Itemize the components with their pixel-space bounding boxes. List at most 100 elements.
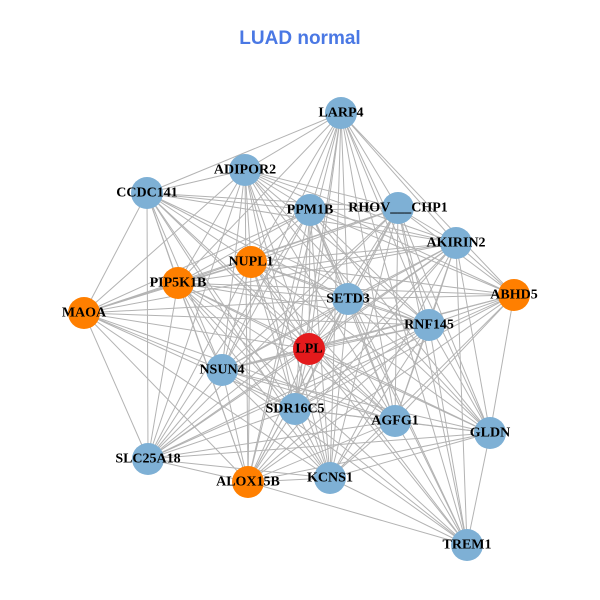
node-ADIPOR2[interactable]: ADIPOR2 <box>214 154 276 186</box>
node-KCNS1[interactable]: KCNS1 <box>307 462 353 494</box>
node-RHOV___CHP1[interactable]: RHOV___CHP1 <box>348 192 448 224</box>
edge-ADIPOR2-AKIRIN2 <box>244 169 457 244</box>
edge-SETD3-GLDN <box>347 298 491 434</box>
node-PPM1B[interactable]: PPM1B <box>287 194 334 226</box>
node-circle[interactable] <box>206 354 238 386</box>
node-circle[interactable] <box>474 417 506 449</box>
edge-AGFG1-TREM1 <box>394 420 468 546</box>
node-GLDN[interactable]: GLDN <box>470 417 510 449</box>
edge-NSUN4-GLDN <box>221 369 491 434</box>
edge-LPL-GLDN <box>308 348 491 434</box>
edge-MAOA-LPL <box>83 312 310 350</box>
node-label: LARP4 <box>318 106 363 121</box>
edge-AKIRIN2-ALOX15B <box>247 242 457 483</box>
edge-LARP4-CCDC141 <box>146 112 342 194</box>
node-circle[interactable] <box>379 405 411 437</box>
node-label: AKIRIN2 <box>426 236 485 251</box>
node-TREM1[interactable]: TREM1 <box>443 529 492 561</box>
node-label: KCNS1 <box>307 471 353 486</box>
node-AKIRIN2[interactable]: AKIRIN2 <box>426 227 486 259</box>
edge-GLDN-TREM1 <box>466 432 491 546</box>
node-circle[interactable] <box>131 177 163 209</box>
node-label: LPL <box>295 342 322 357</box>
node-circle[interactable] <box>232 466 264 498</box>
node-circle[interactable] <box>132 443 164 475</box>
node-circle[interactable] <box>440 227 472 259</box>
node-SETD3[interactable]: SETD3 <box>326 283 370 315</box>
edge-AKIRIN2-NUPL1 <box>250 242 457 263</box>
node-circle[interactable] <box>235 246 267 278</box>
edge-AKIRIN2-MAOA <box>83 242 457 314</box>
node-LARP4[interactable]: LARP4 <box>318 97 364 129</box>
node-circle[interactable] <box>314 462 346 494</box>
node-circle[interactable] <box>68 297 100 329</box>
edge-ADIPOR2-MAOA <box>83 169 246 314</box>
node-LPL[interactable]: LPL <box>293 333 325 365</box>
node-circle[interactable] <box>382 192 414 224</box>
edge-CCDC141-LPL <box>146 192 310 350</box>
edge-ADIPOR2-AGFG1 <box>244 169 396 422</box>
edge-NSUN4-KCNS1 <box>221 369 331 479</box>
node-label: ADIPOR2 <box>214 163 276 178</box>
node-label: SDR16C5 <box>265 402 324 417</box>
node-label: ALOX15B <box>216 475 280 490</box>
node-NSUN4[interactable]: NSUN4 <box>199 354 245 386</box>
edge-ADIPOR2-ABHD5 <box>244 169 515 296</box>
edge-PPM1B-ALOX15B <box>247 209 311 483</box>
edge-RHOV___CHP1-LPL <box>308 207 399 350</box>
edge-NUPL1-GLDN <box>250 261 491 434</box>
node-circle[interactable] <box>451 529 483 561</box>
chart-title: LUAD normal <box>239 28 361 49</box>
edge-RNF145-GLDN <box>428 324 491 434</box>
node-label: RNF145 <box>404 318 454 333</box>
edge-ADIPOR2-CCDC141 <box>146 169 246 194</box>
edge-PIP5K1B-MAOA <box>83 282 179 314</box>
edge-NSUN4-ALOX15B <box>221 369 249 483</box>
edge-LPL-TREM1 <box>308 348 468 546</box>
edge-LARP4-ABHD5 <box>340 112 515 296</box>
edge-MAOA-SDR16C5 <box>83 312 296 410</box>
edge-LARP4-ADIPOR2 <box>244 112 342 171</box>
node-NUPL1[interactable]: NUPL1 <box>228 246 274 278</box>
edge-SLC25A18-ALOX15B <box>147 458 249 483</box>
edge-PIP5K1B-RNF145 <box>177 282 430 326</box>
node-PIP5K1B[interactable]: PIP5K1B <box>150 267 207 299</box>
node-CCDC141[interactable]: CCDC141 <box>116 177 178 209</box>
node-circle[interactable] <box>279 393 311 425</box>
edge-MAOA-NSUN4 <box>83 312 223 371</box>
node-SDR16C5[interactable]: SDR16C5 <box>265 393 325 425</box>
node-circle[interactable] <box>162 267 194 299</box>
edge-LARP4-PIP5K1B <box>177 112 342 284</box>
edge-ADIPOR2-NSUN4 <box>221 169 246 371</box>
edge-PIP5K1B-SDR16C5 <box>177 282 296 410</box>
edge-CCDC141-PPM1B <box>146 192 311 211</box>
edge-CCDC141-RHOV___CHP1 <box>146 192 399 209</box>
node-ALOX15B[interactable]: ALOX15B <box>216 466 280 498</box>
edge-AGFG1-SLC25A18 <box>147 420 396 460</box>
node-label: TREM1 <box>443 538 492 553</box>
node-MAOA[interactable]: MAOA <box>62 297 107 329</box>
node-RNF145[interactable]: RNF145 <box>404 309 454 341</box>
edge-LARP4-LPL <box>308 112 342 350</box>
edge-RHOV___CHP1-SLC25A18 <box>147 207 399 460</box>
node-AGFG1[interactable]: AGFG1 <box>371 405 419 437</box>
node-circle[interactable] <box>332 283 364 315</box>
edge-RNF145-TREM1 <box>428 324 468 546</box>
edge-PPM1B-NSUN4 <box>221 209 311 371</box>
node-ABHD5[interactable]: ABHD5 <box>490 279 538 311</box>
node-circle[interactable] <box>293 333 325 365</box>
edge-LARP4-SETD3 <box>340 112 349 300</box>
node-circle[interactable] <box>294 194 326 226</box>
edge-ADIPOR2-RHOV___CHP1 <box>244 169 399 209</box>
node-circle[interactable] <box>229 154 261 186</box>
edge-NSUN4-TREM1 <box>221 369 468 546</box>
node-SLC25A18[interactable]: SLC25A18 <box>115 443 181 475</box>
node-label: NUPL1 <box>228 255 273 270</box>
node-circle[interactable] <box>325 97 357 129</box>
edge-LPL-AGFG1 <box>308 348 396 422</box>
edge-ADIPOR2-SLC25A18 <box>147 169 246 460</box>
edge-PPM1B-PIP5K1B <box>177 209 311 284</box>
node-circle[interactable] <box>498 279 530 311</box>
node-circle[interactable] <box>413 309 445 341</box>
edge-PPM1B-MAOA <box>83 209 311 314</box>
